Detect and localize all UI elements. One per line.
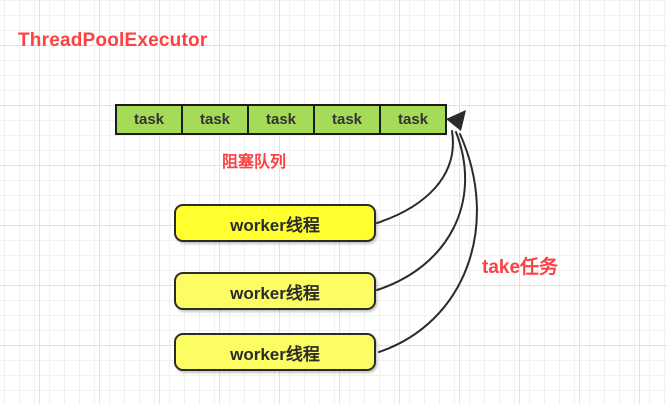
arrow-curve-worker1 <box>376 130 454 224</box>
arrow-curve-worker2 <box>376 131 466 291</box>
task-cell: task <box>133 111 165 128</box>
diagram-title: ThreadPoolExecutor <box>18 30 208 51</box>
arrow-curve-worker3 <box>378 133 478 353</box>
blocking-queue-label: 阻塞队列 <box>222 154 287 171</box>
worker-thread-box: worker线程 <box>174 204 376 242</box>
take-task-label: take任务 <box>482 257 559 278</box>
worker-thread-box: worker线程 <box>174 272 376 310</box>
blocking-queue: task task task task task <box>115 104 447 135</box>
task-cell: task <box>181 106 247 133</box>
arrowhead-icon <box>446 110 466 131</box>
task-cell: task <box>313 106 379 133</box>
task-cell: task <box>379 106 445 133</box>
task-cell: task <box>247 106 313 133</box>
worker-thread-box: worker线程 <box>174 333 376 371</box>
